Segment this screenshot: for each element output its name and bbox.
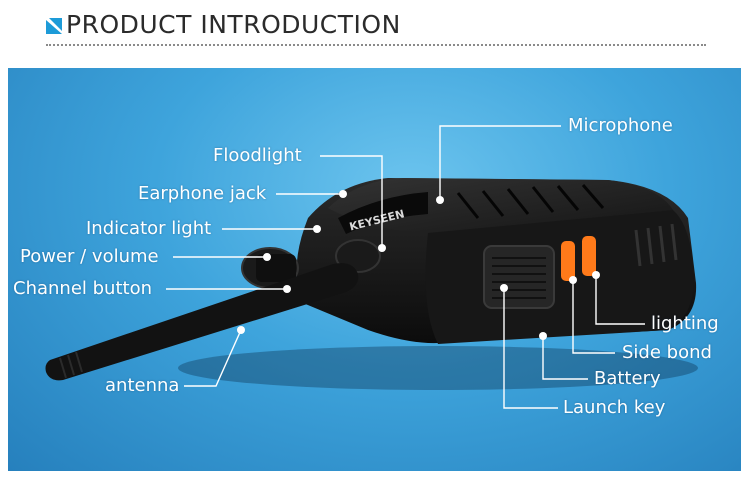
label-indicator-light: Indicator light <box>86 218 212 239</box>
label-lighting: lighting <box>651 313 719 334</box>
label-earphone-jack: Earphone jack <box>138 183 267 204</box>
label-channel-button: Channel button <box>13 278 152 299</box>
product-photo-panel: KEYSEEN <box>8 68 741 471</box>
label-launch-key: Launch key <box>563 397 666 418</box>
side-button-2 <box>582 236 596 276</box>
callout-lines <box>166 125 645 409</box>
triangle-arrow-icon <box>46 18 62 34</box>
callout-dots <box>237 190 600 340</box>
knob-stem <box>256 254 296 282</box>
label-floodlight: Floodlight <box>213 145 302 166</box>
device-front <box>425 210 694 344</box>
label-microphone: Microphone <box>568 115 673 136</box>
label-power-volume: Power / volume <box>20 246 159 267</box>
brand-band <box>338 192 428 234</box>
side-grille <box>634 223 678 267</box>
antenna <box>45 263 359 381</box>
top-grille <box>456 184 605 219</box>
page-header: PRODUCT INTRODUCTION <box>0 0 750 60</box>
header-divider <box>46 44 706 46</box>
launch-key <box>483 245 555 309</box>
side-button-1 <box>561 241 575 281</box>
label-side-bond: Side bond <box>622 342 712 363</box>
label-antenna: antenna <box>105 375 180 396</box>
walkie-talkie-illustration: KEYSEEN <box>45 125 698 409</box>
antenna-tip-ridges <box>59 351 83 379</box>
label-battery: Battery <box>594 368 661 389</box>
page-title: PRODUCT INTRODUCTION <box>66 10 401 39</box>
device-top <box>328 178 673 233</box>
